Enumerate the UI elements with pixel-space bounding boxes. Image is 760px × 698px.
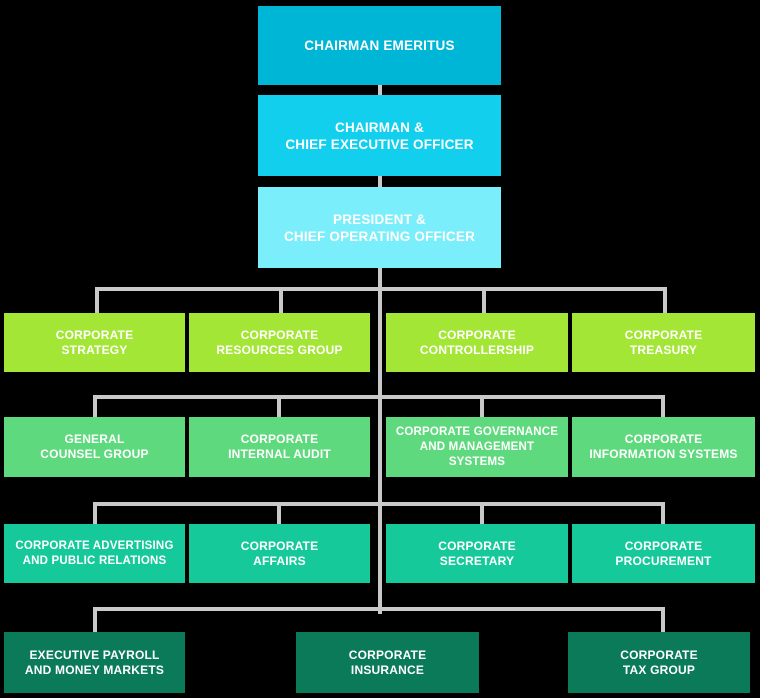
connector-drop [93, 502, 97, 524]
node-label-line1: CORPORATE [438, 327, 516, 342]
node-label-line2: AND MONEY MARKETS [24, 662, 165, 677]
connector-trunk [378, 84, 382, 614]
node-label-line2: INFORMATION SYSTEMS [589, 447, 738, 461]
node-label-line2: SECRETARY [439, 553, 515, 568]
connector-drop [277, 502, 281, 524]
node-president-coo: PRESIDENT & CHIEF OPERATING OFFICER [258, 187, 501, 268]
connector-drop [95, 287, 99, 313]
node-label-line2: TREASURY [629, 342, 698, 357]
node-label-line1: CORPORATE [55, 327, 134, 342]
connector-drop [93, 395, 97, 417]
node-label-line1: CORPORATE [620, 647, 698, 662]
node-corporate-governance: CORPORATE GOVERNANCE AND MANAGEMENT SYSTE… [386, 417, 568, 477]
node-label-line1: CORPORATE [624, 538, 703, 553]
connector-drop [480, 502, 484, 524]
node-label-line2: RESOURCES GROUP [216, 342, 343, 357]
node-label-line2: AFFAIRS [253, 553, 306, 568]
node-label-line1: CORPORATE [438, 538, 516, 553]
connector-drop [663, 287, 667, 313]
node-label-line2: PROCUREMENT [615, 553, 712, 568]
connector-drop [277, 395, 281, 417]
node-label-line1: CORPORATE GOVERNANCE [395, 425, 559, 438]
node-chairman-ceo: CHAIRMAN & CHIEF EXECUTIVE OFFICER [258, 95, 501, 176]
node-label: CHAIRMAN EMERITUS [304, 38, 455, 53]
node-label-line2: INTERNAL AUDIT [228, 447, 331, 461]
node-label-line1: CORPORATE [624, 327, 703, 342]
node-corporate-advertising: CORPORATE ADVERTISING AND PUBLIC RELATION… [4, 524, 185, 583]
node-label-line2: CHIEF EXECUTIVE OFFICER [285, 136, 474, 152]
node-label-line1: CORPORATE [240, 327, 319, 342]
connector-bar-row-4 [93, 607, 665, 611]
node-chairman-emeritus: CHAIRMAN EMERITUS [258, 6, 501, 85]
node-label-line2: STRATEGY [61, 342, 128, 357]
connector-drop [279, 287, 283, 313]
connector-drop [661, 607, 665, 633]
node-label-line1: CORPORATE [240, 432, 319, 446]
node-label-line1: PRESIDENT & [333, 211, 426, 227]
node-label-line2: CONTROLLERSHIP [419, 342, 535, 357]
node-label-line2: CHIEF OPERATING OFFICER [283, 228, 476, 244]
node-label-line1: EXECUTIVE PAYROLL [29, 647, 160, 662]
node-label-line2: AND PUBLIC RELATIONS [22, 554, 167, 567]
node-label-line1: CORPORATE [240, 538, 319, 553]
connector-drop [480, 395, 484, 417]
connector-bar-row-2 [93, 395, 665, 399]
connector-bar-row-3 [93, 502, 665, 506]
connector-drop [93, 607, 97, 633]
node-label-line2: AND MANAGEMENT SYSTEMS [419, 440, 535, 468]
connector-drop [482, 287, 486, 313]
node-label-line1: CHAIRMAN & [335, 119, 424, 135]
node-label-line1: GENERAL [64, 432, 125, 446]
node-label-line2: COUNSEL GROUP [40, 447, 149, 461]
connector-drop [661, 502, 665, 524]
node-label-line1: CORPORATE [348, 647, 427, 662]
connector-drop [661, 395, 665, 417]
node-label-line2: INSURANCE [350, 662, 425, 677]
node-label-line1: CORPORATE ADVERTISING [15, 539, 174, 552]
node-label-line2: TAX GROUP [622, 662, 696, 677]
node-label-line1: CORPORATE [624, 432, 703, 446]
connector-bar-row-1 [95, 287, 667, 291]
